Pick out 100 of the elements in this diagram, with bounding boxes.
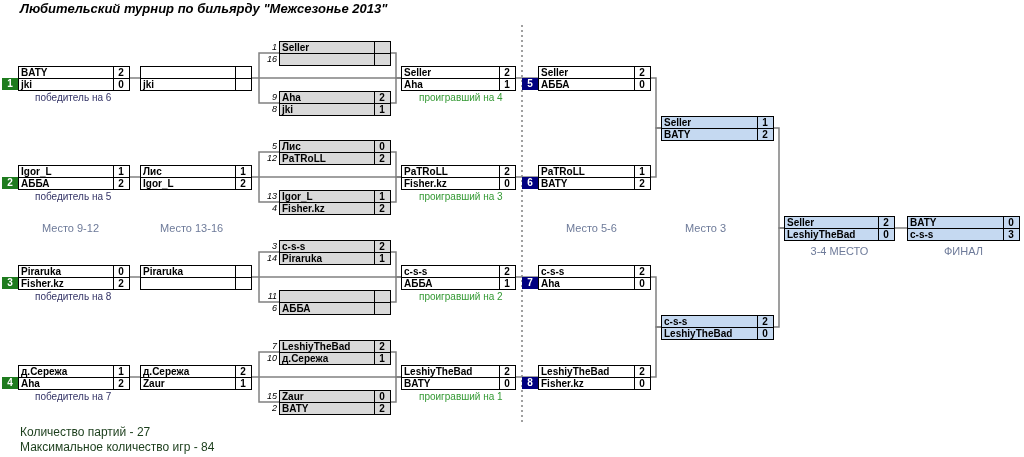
- score: 0: [503, 178, 511, 190]
- score: 2: [117, 67, 125, 79]
- connector-line: [258, 52, 280, 104]
- match-number: 5: [522, 78, 538, 90]
- player-name: Aha: [281, 92, 302, 104]
- score: 0: [638, 79, 646, 91]
- note-text: Количество партий - 27: [20, 425, 151, 439]
- score: 0: [882, 229, 890, 241]
- player-name: BATY: [20, 67, 49, 79]
- connector-line: [650, 326, 662, 378]
- score: 1: [378, 253, 386, 265]
- note-text: победитель на 6: [35, 92, 112, 103]
- connector-line: [515, 276, 539, 278]
- player-name: Aha: [540, 278, 561, 290]
- player-name: Igor_L: [281, 191, 314, 203]
- score: 2: [239, 178, 247, 190]
- player-name: АББА: [540, 79, 571, 91]
- player-name: АББА: [20, 178, 51, 190]
- player-name: BATY: [403, 378, 432, 390]
- connector-line: [258, 251, 280, 303]
- note-text: проигравший на 3: [419, 191, 503, 202]
- player-name: LeshiyTheBad: [540, 366, 611, 378]
- score: 1: [239, 378, 247, 390]
- score: 2: [117, 278, 125, 290]
- note-text: победитель на 7: [35, 391, 112, 402]
- player-name: PaTRoLL: [403, 166, 449, 178]
- score: 1: [638, 166, 646, 178]
- score: 2: [638, 366, 646, 378]
- seed-number: 4: [271, 202, 277, 214]
- match-number: 4: [2, 377, 18, 389]
- seed-number: 16: [266, 53, 277, 65]
- match-box: [18, 265, 130, 290]
- seed-number: 11: [266, 290, 277, 302]
- match-box: [18, 365, 130, 390]
- match-number: 1: [2, 78, 18, 90]
- connector-line: [390, 176, 402, 203]
- seed-number: 5: [271, 140, 277, 152]
- score: 2: [503, 266, 511, 278]
- player-name: Igor_L: [142, 178, 175, 190]
- player-name: c-s-s: [540, 266, 566, 278]
- score: 0: [761, 328, 769, 340]
- match-box: [279, 41, 391, 66]
- player-name: Fisher.kz: [20, 278, 65, 290]
- score: 2: [378, 92, 386, 104]
- match-box: [401, 66, 516, 91]
- player-name: c-s-s: [909, 229, 935, 241]
- player-name: jki: [280, 104, 295, 116]
- player-name: д.Сережа: [142, 366, 191, 378]
- note-text: победитель на 8: [35, 291, 112, 302]
- connector-line: [390, 77, 402, 104]
- match-number: 2: [2, 177, 18, 189]
- score: 0: [1007, 217, 1015, 229]
- note-text: победитель на 5: [35, 191, 112, 202]
- score: 1: [239, 166, 247, 178]
- note-text: проигравший на 2: [419, 291, 503, 302]
- connector-line: [258, 151, 280, 203]
- player-name: Piraruka: [20, 266, 63, 278]
- score: 3: [1007, 229, 1015, 241]
- score: 0: [117, 79, 125, 91]
- column-label: Место 5-6: [566, 222, 617, 234]
- stage-label: 3-4 МЕСТО: [809, 245, 870, 257]
- score: 2: [378, 203, 386, 215]
- match-box: [401, 165, 516, 190]
- player-name: Piraruka: [281, 253, 324, 265]
- score: 2: [638, 178, 646, 190]
- connector-line: [129, 176, 141, 178]
- connector-line: [129, 376, 141, 378]
- seed-number: 13: [266, 190, 277, 202]
- score: 0: [638, 378, 646, 390]
- player-name: c-s-s: [281, 241, 307, 253]
- match-box: [661, 315, 774, 340]
- player-name: Piraruka: [142, 266, 185, 278]
- match-box: [401, 265, 516, 290]
- score: 2: [503, 67, 511, 79]
- connector-line: [894, 227, 908, 229]
- title: Любительский турнир по бильярду "Межсезонье 2013": [20, 1, 388, 16]
- match-box: [279, 240, 391, 265]
- match-box: [140, 66, 252, 91]
- player-name: BATY: [909, 217, 938, 229]
- player-name: Seller: [540, 67, 570, 79]
- match-box: [140, 165, 252, 190]
- match-number: 3: [2, 277, 18, 289]
- match-box: [279, 140, 391, 165]
- player-name: BATY: [540, 178, 569, 190]
- seed-number: 12: [266, 152, 277, 164]
- score: 2: [503, 366, 511, 378]
- match-number: 6: [522, 177, 538, 189]
- score: 1: [503, 79, 511, 91]
- match-box: [784, 216, 895, 241]
- seed-number: 3: [271, 240, 277, 252]
- match-box: [279, 290, 391, 315]
- player-name: BATY: [281, 403, 310, 415]
- seed-number: 10: [266, 352, 277, 364]
- score: 2: [761, 316, 769, 328]
- player-name: jki: [19, 79, 34, 91]
- score: 1: [378, 353, 386, 365]
- stage-label: ФИНАЛ: [943, 245, 984, 257]
- player-name: Fisher.kz: [403, 178, 448, 190]
- match-box: [661, 116, 774, 141]
- match-box: [538, 265, 651, 290]
